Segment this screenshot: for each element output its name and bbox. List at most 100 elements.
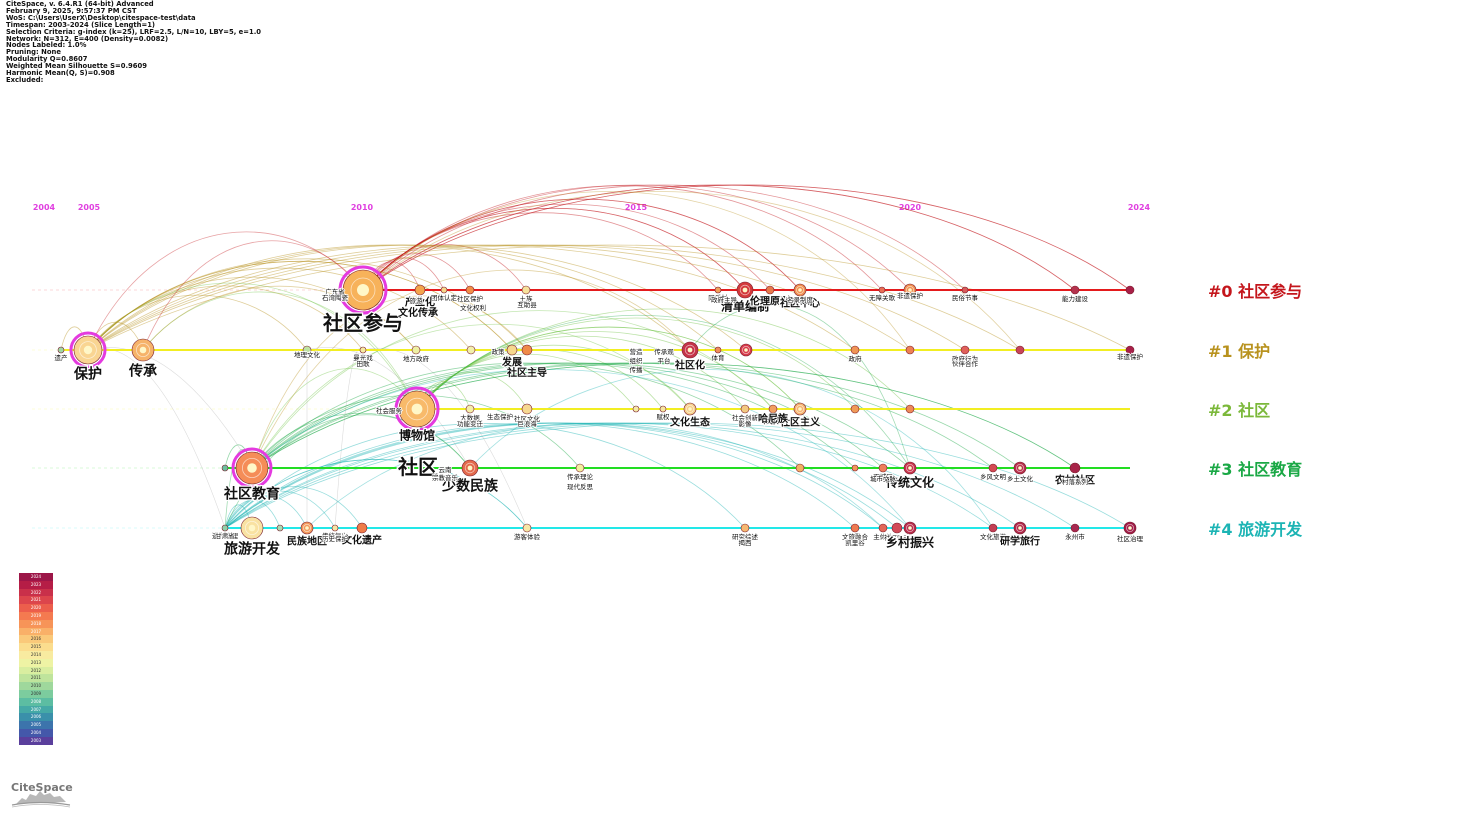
keyword-node[interactable] xyxy=(276,524,284,532)
keyword-node[interactable] xyxy=(221,524,229,532)
keyword-node[interactable] xyxy=(878,523,888,533)
keyword-node[interactable] xyxy=(795,463,805,473)
keyword-node[interactable] xyxy=(714,286,722,294)
info-line: CiteSpace, v. 6.4.R1 (64-bit) Advanced xyxy=(6,0,154,8)
keyword-node[interactable] xyxy=(903,283,917,297)
co-occurrence-arc xyxy=(306,422,884,529)
keyword-node[interactable] xyxy=(765,285,775,295)
keyword-label: 传播 xyxy=(630,365,644,374)
keyword-node[interactable] xyxy=(1013,461,1027,475)
co-occurrence-arc xyxy=(87,231,364,351)
keyword-label: 文化生态 xyxy=(670,416,710,429)
keyword-node[interactable] xyxy=(891,522,903,534)
keyword-node[interactable] xyxy=(1013,521,1027,535)
keyword-node[interactable] xyxy=(302,345,312,355)
keyword-node[interactable] xyxy=(300,521,314,535)
keyword-node[interactable] xyxy=(466,345,476,355)
co-occurrence-arc xyxy=(87,244,911,351)
keyword-node[interactable] xyxy=(740,523,750,533)
co-occurrence-arc xyxy=(224,422,856,529)
keyword-node[interactable] xyxy=(465,285,475,295)
keyword-node[interactable] xyxy=(739,343,753,357)
keyword-label: 赋权 xyxy=(657,412,671,421)
keyword-node[interactable] xyxy=(683,402,697,416)
legend-year-cell: 2009 xyxy=(19,689,53,698)
keyword-label: 城市文脉 xyxy=(870,474,897,483)
keyword-node[interactable] xyxy=(356,522,368,534)
keyword-node[interactable] xyxy=(632,405,640,413)
keyword-node[interactable] xyxy=(740,404,750,414)
keyword-node[interactable] xyxy=(521,403,533,415)
keyword-node[interactable] xyxy=(521,285,531,295)
keyword-node[interactable] xyxy=(961,286,969,294)
keyword-node[interactable] xyxy=(465,404,475,414)
keyword-node[interactable] xyxy=(69,331,107,369)
keyword-node[interactable] xyxy=(240,516,264,540)
keyword-node[interactable] xyxy=(736,281,754,299)
keyword-label: 能力建设 xyxy=(1062,294,1089,303)
keyword-node[interactable] xyxy=(905,345,915,355)
keyword-node[interactable] xyxy=(440,286,448,294)
keyword-node[interactable] xyxy=(575,463,585,473)
keyword-node[interactable] xyxy=(988,523,998,533)
keyword-label: 田歌 xyxy=(357,359,371,368)
keyword-label: 发展 xyxy=(501,356,522,369)
cluster-id: #1 xyxy=(1208,342,1233,361)
keyword-node[interactable] xyxy=(1125,345,1135,355)
keyword-node[interactable] xyxy=(1069,462,1081,474)
keyword-node[interactable] xyxy=(793,402,807,416)
keyword-node[interactable] xyxy=(851,464,859,472)
keyword-node[interactable] xyxy=(461,459,479,477)
keyword-labels: 社区参与产业化团体认定社区保护土族同乐村清单编制伦理原则社区中心无障关歌民俗节事… xyxy=(54,286,1145,558)
keyword-node[interactable] xyxy=(960,345,970,355)
co-occurrence-arc xyxy=(362,243,527,291)
keyword-node[interactable] xyxy=(414,284,426,296)
co-occurrence-arc xyxy=(416,331,774,410)
keyword-label: 博物馆 xyxy=(399,427,435,442)
keyword-node[interactable] xyxy=(521,344,533,356)
legend-year-cell: 2011 xyxy=(19,674,53,683)
keyword-node[interactable] xyxy=(411,345,421,355)
keyword-node[interactable] xyxy=(878,463,888,473)
legend-year-cell: 2010 xyxy=(19,682,53,690)
keyword-node[interactable] xyxy=(394,386,440,432)
co-occurrence-arc xyxy=(251,369,911,529)
keyword-node[interactable] xyxy=(850,523,860,533)
keyword-node[interactable] xyxy=(714,346,722,354)
cluster-id: #3 xyxy=(1208,460,1233,479)
keyword-node[interactable] xyxy=(793,283,807,297)
logo-text: CiteSpace xyxy=(11,781,73,794)
keyword-node[interactable] xyxy=(1070,285,1080,295)
keyword-node[interactable] xyxy=(506,344,518,356)
keyword-node[interactable] xyxy=(768,404,778,414)
co-occurrence-arc xyxy=(416,349,664,410)
keyword-node[interactable] xyxy=(231,447,273,489)
keyword-node[interactable] xyxy=(131,338,155,362)
legend-year-cell: 2015 xyxy=(19,643,53,651)
keyword-node[interactable] xyxy=(905,404,915,414)
keyword-node[interactable] xyxy=(903,521,917,535)
keyword-node[interactable] xyxy=(57,346,65,354)
keyword-node[interactable] xyxy=(850,345,860,355)
info-line: Nodes Labeled: 1.0% xyxy=(6,41,87,50)
co-occurrence-arc xyxy=(362,207,746,291)
keyword-node[interactable] xyxy=(1070,523,1080,533)
co-occurrence-arc xyxy=(362,184,1076,291)
keyword-node[interactable] xyxy=(221,464,229,472)
keyword-node[interactable] xyxy=(903,461,917,475)
keyword-node[interactable] xyxy=(331,524,339,532)
keyword-node[interactable] xyxy=(359,346,367,354)
keyword-node[interactable] xyxy=(1125,285,1135,295)
keyword-node[interactable] xyxy=(1015,345,1025,355)
keyword-node[interactable] xyxy=(338,265,388,315)
keyword-node[interactable] xyxy=(878,286,886,294)
keyword-node[interactable] xyxy=(522,523,532,533)
cluster-id: #2 xyxy=(1208,401,1233,420)
keyword-node[interactable] xyxy=(1123,521,1137,535)
cluster-label: #3 社区教育 xyxy=(1208,456,1302,480)
keyword-node[interactable] xyxy=(681,341,699,359)
keyword-node[interactable] xyxy=(988,463,998,473)
keyword-node[interactable] xyxy=(659,405,667,413)
keyword-label: 旅游开发 xyxy=(224,540,281,557)
keyword-node[interactable] xyxy=(850,404,860,414)
